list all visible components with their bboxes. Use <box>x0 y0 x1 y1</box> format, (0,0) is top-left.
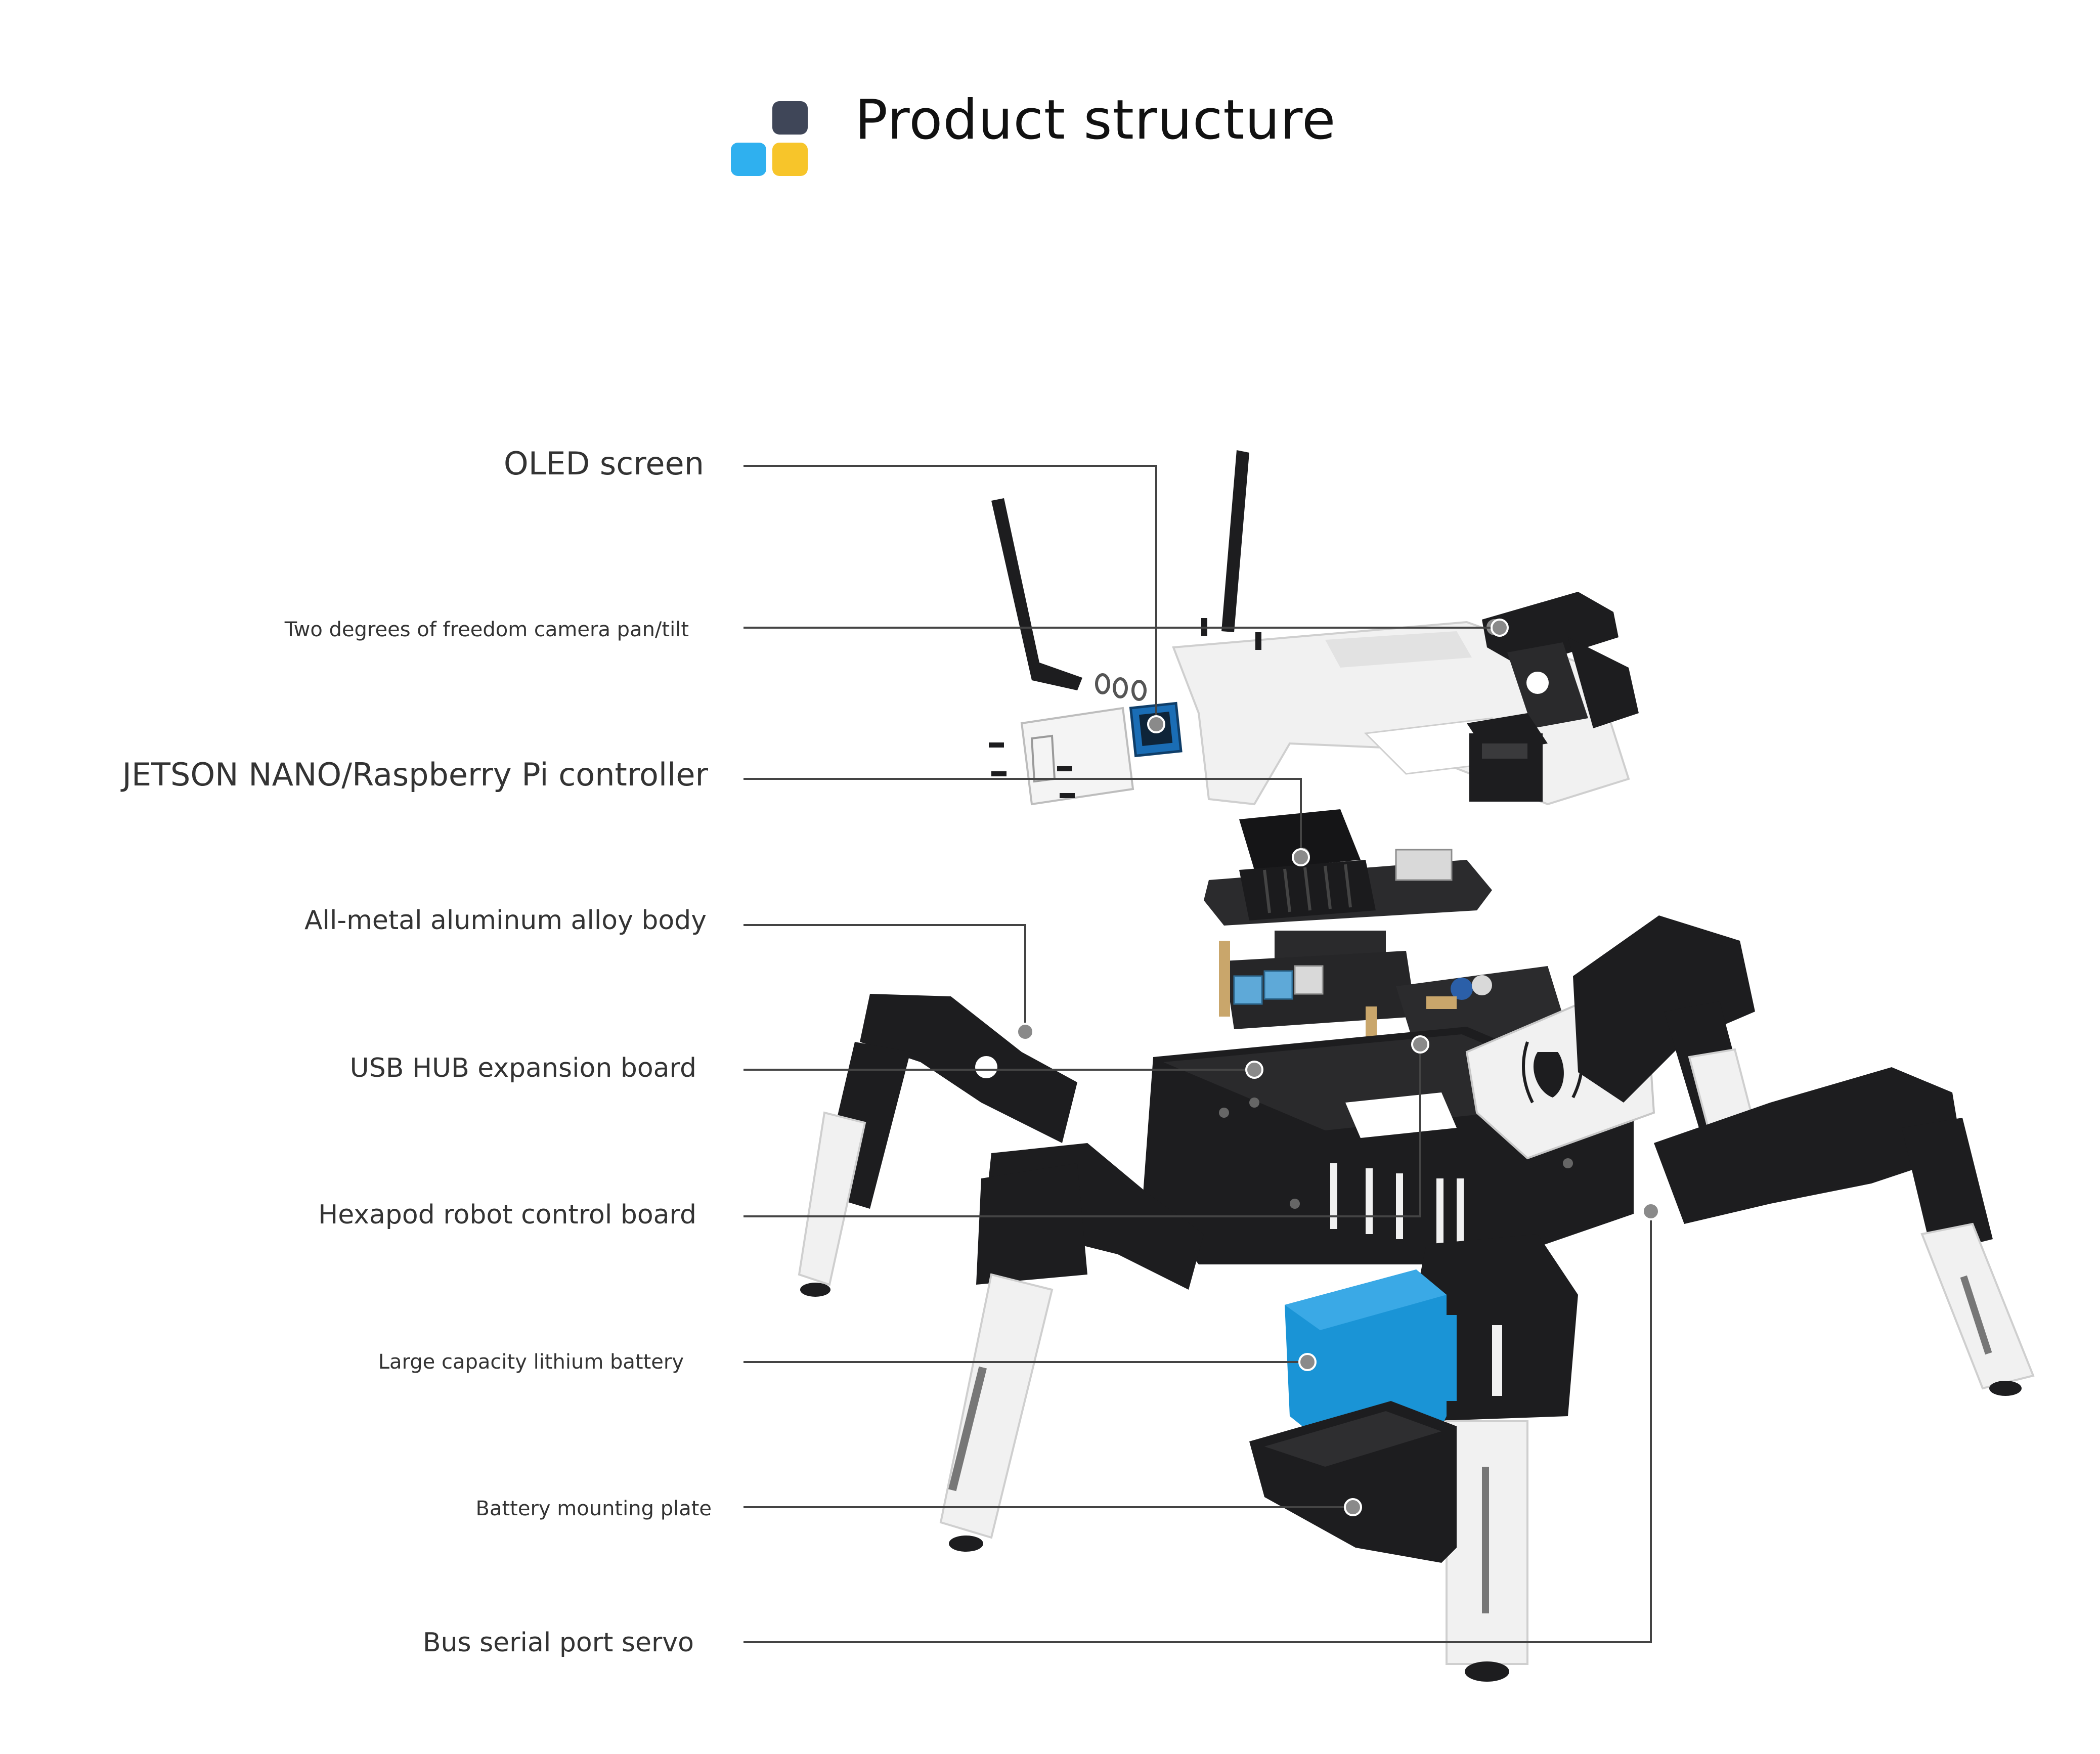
lithium-battery-icon <box>1285 1269 1447 1446</box>
label-bus-servo: Bus serial port servo <box>422 1628 694 1658</box>
logo-square-blue <box>731 143 766 176</box>
logo-square-dark <box>772 101 808 135</box>
logo-square-yellow <box>772 143 808 176</box>
oled-bracket <box>1020 707 1134 806</box>
leader-dots <box>1016 619 1660 1516</box>
label-aluminum-body: All-metal aluminum alloy body <box>304 905 707 936</box>
label-control-board: Hexapod robot control board <box>318 1200 696 1230</box>
leader-lines <box>743 465 1652 1643</box>
label-oled-screen: OLED screen <box>503 445 704 482</box>
leg-front-left <box>798 994 1077 1297</box>
leg-mid-right <box>1654 1067 2035 1396</box>
antenna-right-icon <box>1221 450 1249 632</box>
leg-rear-center <box>1416 1234 1578 1682</box>
robot-illustration <box>798 450 2035 1682</box>
label-controller: JETSON NANO/Raspberry Pi controller <box>122 756 708 793</box>
label-battery-plate: Battery mounting plate <box>475 1497 712 1520</box>
label-lithium-battery: Large capacity lithium battery <box>378 1350 684 1374</box>
jetson-nano-controller-icon <box>1204 809 1492 961</box>
label-camera-pan-tilt: Two degrees of freedom camera pan/tilt <box>284 618 689 641</box>
label-usb-hub: USB HUB expansion board <box>349 1053 696 1083</box>
battery-mounting-plate-icon <box>1249 1401 1457 1563</box>
page-title: Product structure <box>855 89 1336 152</box>
camera-pan-tilt-icon <box>1467 592 1639 802</box>
product-logo-icon <box>731 101 812 182</box>
antenna-left-icon <box>991 498 1082 690</box>
